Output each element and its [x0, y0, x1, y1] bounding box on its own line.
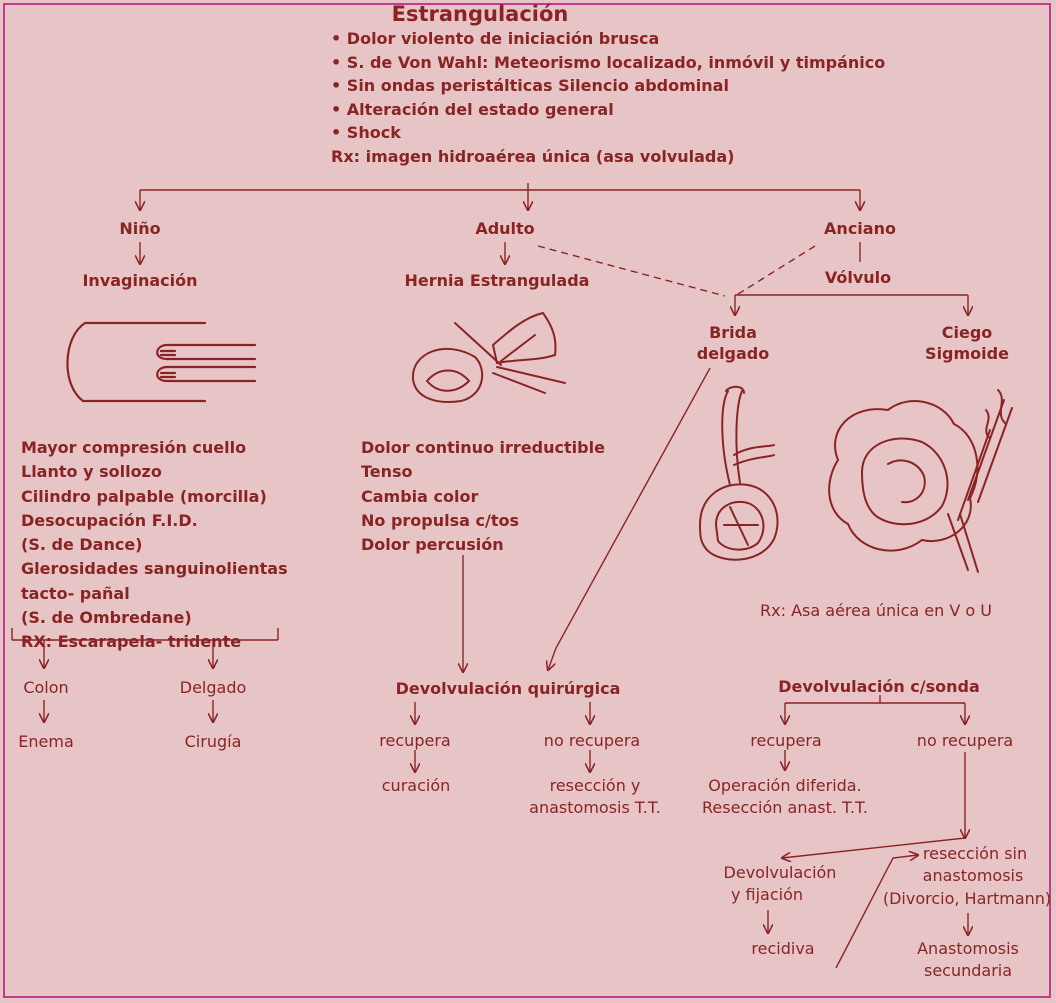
adulto-signs: Dolor continuo irreductible Tenso Cambia… — [361, 436, 605, 557]
devolvulacion-fijacion-node: Devolvulación — [723, 863, 837, 882]
reseccion-sin-node: resección sin — [922, 844, 1028, 863]
symptom-item: • Dolor violento de iniciación brusca — [331, 29, 660, 48]
anastomosis-secundaria-node: Anastomosis — [917, 939, 1019, 958]
hernia-node: Hernia Estrangulada — [404, 271, 590, 290]
cirugia-node: Cirugía — [184, 732, 242, 751]
adulto-node: Adulto — [475, 219, 535, 238]
nino-signs: Mayor compresión cuello Llanto y sollozo… — [21, 436, 288, 655]
sonda-recupera-node: recupera — [750, 731, 822, 750]
nino-node: Niño — [119, 219, 161, 238]
sign-item: Dolor percusión — [361, 535, 504, 555]
page-frame — [3, 3, 1051, 998]
brida-sketch — [698, 385, 779, 561]
brida-node: Brida — [709, 323, 757, 342]
reseccion-node: resección y — [549, 776, 641, 795]
invaginacion-node: Invaginación — [82, 271, 198, 290]
brida-node-line2: delgado — [696, 344, 770, 363]
ciego-node: Ciego — [941, 323, 993, 342]
symptom-item: • Sin ondas peristálticas Silencio abdom… — [331, 76, 729, 95]
operacion-diferida-node: Operación diferida. — [708, 776, 862, 795]
recidiva-node: recidiva — [751, 939, 815, 958]
sign-item: Desocupación F.I.D. — [21, 510, 198, 530]
rx-finding: Rx: imagen hidroaérea única (asa volvula… — [331, 146, 735, 166]
sign-item: Mayor compresión cuello — [21, 438, 247, 457]
hernia-sketch — [411, 311, 566, 403]
symptom-list: • Dolor violento de iniciación brusca • … — [331, 27, 885, 168]
operacion-diferida-node-line2: Resección anast. T.T. — [702, 798, 868, 817]
sign-item: Cambia color — [361, 486, 479, 506]
symptom-item: • Alteración del estado general — [331, 99, 614, 119]
rx-asa-caption: Rx: Asa aérea única en V o U — [760, 601, 992, 620]
symptom-item: • Shock — [331, 123, 401, 142]
recupera-node: recupera — [379, 731, 451, 750]
sign-item: (S. de Ombredane) — [21, 608, 192, 628]
sign-item: Cilindro palpable (morcilla) — [21, 486, 267, 506]
sign-item: Dolor continuo irreductible — [361, 438, 605, 457]
reseccion-node-line2: anastomosis T.T. — [529, 798, 661, 817]
no-recupera-node: no recupera — [543, 731, 641, 750]
sigmoid-sketch — [828, 389, 1013, 573]
anastomosis-secundaria-node-line2: secundaria — [923, 961, 1013, 980]
ciego-node-line2: Sigmoide — [925, 344, 1009, 363]
sign-item: RX: Escarapela- tridente — [21, 632, 242, 652]
sign-item: Llanto y sollozo — [21, 462, 162, 482]
sign-item: tacto- pañal — [21, 583, 130, 603]
volvulo-node: Vólvulo — [824, 268, 892, 287]
devolvulacion-sonda-node: Devolvulación c/sonda — [778, 677, 980, 696]
sonda-no-recupera-node: no recupera — [916, 731, 1014, 750]
colon-node: Colon — [23, 678, 69, 697]
sign-item: Tenso — [361, 462, 413, 482]
curacion-node: curación — [381, 776, 451, 795]
diagram-title: Estrangulación — [391, 2, 569, 26]
devolvulacion-fijacion-node-line2: y fijación — [730, 885, 804, 904]
divorcio-hartmann-node: (Divorcio, Hartmann) — [882, 889, 1052, 908]
sign-item: Glerosidades sanguinolientas — [21, 559, 288, 579]
enema-node: Enema — [18, 732, 74, 751]
delgado-node: Delgado — [179, 678, 247, 697]
sign-item: (S. de Dance) — [21, 535, 143, 555]
reseccion-sin-node-line2: anastomosis — [922, 866, 1024, 885]
devolvulacion-quirurgica-node: Devolvulación quirúrgica — [395, 679, 621, 698]
sign-item: No propulsa c/tos — [361, 510, 519, 530]
invagination-sketch — [66, 321, 257, 403]
anciano-node: Anciano — [824, 219, 896, 238]
symptom-item: • S. de Von Wahl: Meteorismo localizado,… — [331, 52, 886, 72]
